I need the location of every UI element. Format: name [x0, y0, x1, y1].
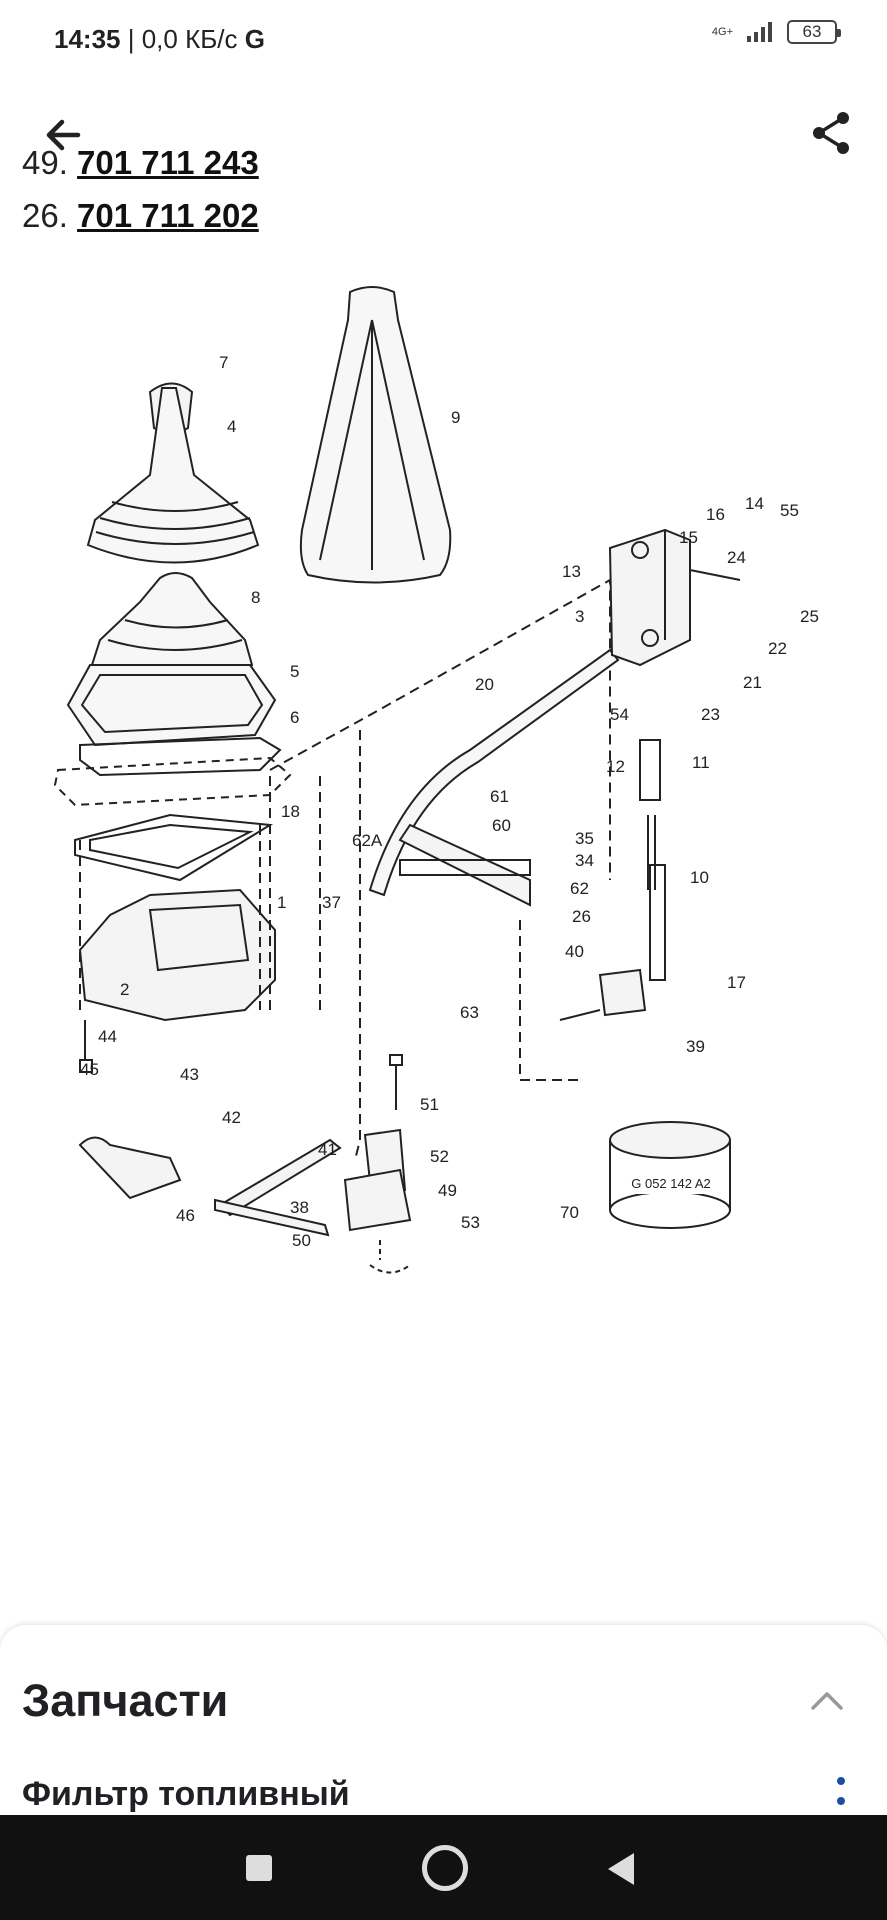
- callout: 2: [120, 980, 129, 999]
- callout: 3: [575, 607, 584, 626]
- callout: 7: [219, 353, 228, 372]
- separator: |: [120, 24, 142, 54]
- callout: 22: [768, 639, 787, 658]
- callout: 43: [180, 1065, 199, 1084]
- callout: 39: [686, 1037, 705, 1056]
- callout: 62: [570, 879, 589, 898]
- navigation-bar: [0, 1815, 887, 1920]
- boot-small-shape: [86, 387, 260, 564]
- square-icon[interactable]: [246, 1855, 272, 1881]
- callout: 1: [277, 893, 286, 912]
- part-number-list: 49. 701 711 243 26. 701 711 202: [22, 144, 882, 260]
- callout: 25: [800, 607, 819, 626]
- ring-top-shape: [609, 1121, 731, 1159]
- network-speed: 0,0 КБ/с: [141, 24, 238, 54]
- callout: 45: [80, 1060, 99, 1079]
- housing-shape: [78, 888, 276, 1022]
- parts-diagram[interactable]: G 052 142 A2 7 4 9 8 5 6 18 1 2 14 16 15…: [0, 286, 887, 1560]
- part-link[interactable]: 701 711 202: [77, 197, 259, 234]
- callout: 46: [176, 1206, 195, 1225]
- dot: [837, 1797, 845, 1805]
- callout: 10: [690, 868, 709, 887]
- boot-medium-shape: [90, 572, 254, 679]
- callout: 15: [679, 528, 698, 547]
- callout: 9: [451, 408, 460, 427]
- part-link[interactable]: 701 711 243: [77, 144, 259, 181]
- callout: 52: [430, 1147, 449, 1166]
- top-app-bar: [0, 84, 887, 174]
- callout: 16: [706, 505, 725, 524]
- callout: 62A: [352, 831, 383, 850]
- arrow-left-icon[interactable]: [36, 108, 90, 162]
- callout: 20: [475, 675, 494, 694]
- callout: 34: [575, 851, 594, 870]
- item-number: 49.: [22, 144, 78, 181]
- sheet-title: Запчасти: [22, 1675, 229, 1726]
- google-icon: G: [244, 24, 265, 54]
- callout: 60: [492, 816, 511, 835]
- callout: 49: [438, 1181, 457, 1200]
- part-label: G 052 142 A2: [631, 1176, 711, 1191]
- status-bar: 14:35 | 0,0 КБ/с G 4G+ 63: [0, 0, 887, 84]
- callout: 6: [290, 708, 299, 727]
- list-item-title[interactable]: Фильтр топливный: [22, 1775, 350, 1813]
- battery-icon: 63: [787, 20, 841, 44]
- callout: 24: [727, 548, 746, 567]
- triangle-back-icon[interactable]: [608, 1853, 634, 1885]
- callout: 5: [290, 662, 299, 681]
- clock: 14:35: [54, 24, 121, 54]
- boot-large-shape: [299, 286, 452, 584]
- callout: 11: [692, 753, 710, 772]
- part-label-box: [615, 1172, 727, 1194]
- callout: 61: [490, 787, 509, 806]
- plate-shape: [398, 823, 531, 907]
- callout: 63: [460, 1003, 479, 1022]
- battery-level: 63: [802, 22, 822, 41]
- callout: 53: [461, 1213, 480, 1232]
- chevron-up-icon[interactable]: [807, 1681, 847, 1721]
- callout: 44: [98, 1027, 117, 1046]
- callout: 42: [222, 1108, 241, 1127]
- dot: [837, 1777, 845, 1785]
- callout: 40: [565, 942, 584, 961]
- callout: 37: [322, 893, 341, 912]
- status-time: 14:35 | 0,0 КБ/с G: [54, 24, 265, 55]
- callout: 4: [227, 417, 236, 436]
- block-shape: [598, 968, 647, 1017]
- callout: 54: [610, 705, 629, 724]
- callout: 26: [572, 907, 591, 926]
- signal-icon: [747, 22, 772, 42]
- lever-shape: [368, 648, 620, 897]
- callout: 38: [290, 1198, 309, 1217]
- callout: 35: [575, 829, 594, 848]
- callout: 12: [606, 757, 625, 776]
- callout: 21: [743, 673, 762, 692]
- callout: 18: [281, 802, 300, 821]
- callout: 13: [562, 562, 581, 581]
- item-number: 26.: [22, 197, 78, 234]
- callout: 70: [560, 1203, 579, 1222]
- callout: 55: [780, 501, 799, 520]
- list-item: 26. 701 711 202: [22, 190, 259, 242]
- status-icons: 4G+ 63: [711, 20, 841, 44]
- callout: 8: [251, 588, 260, 607]
- callout: 14: [745, 494, 764, 513]
- list-item: 49. 701 711 243: [22, 137, 259, 189]
- share-icon[interactable]: [805, 106, 859, 160]
- callouts: 7 4 9 8 5 6 18 1 2 14 16 15 55 24 13 3 2…: [80, 353, 819, 1250]
- bracket-shape: [608, 528, 691, 667]
- callout: 50: [292, 1231, 311, 1250]
- callout: 17: [727, 973, 746, 992]
- gasket-shape: [74, 813, 274, 882]
- network-type: 4G+: [711, 26, 733, 38]
- callout: 51: [420, 1095, 439, 1114]
- callout: 23: [701, 705, 720, 724]
- callout: 41: [318, 1140, 337, 1159]
- frame-shape: [66, 664, 277, 747]
- circle-icon[interactable]: [422, 1845, 468, 1891]
